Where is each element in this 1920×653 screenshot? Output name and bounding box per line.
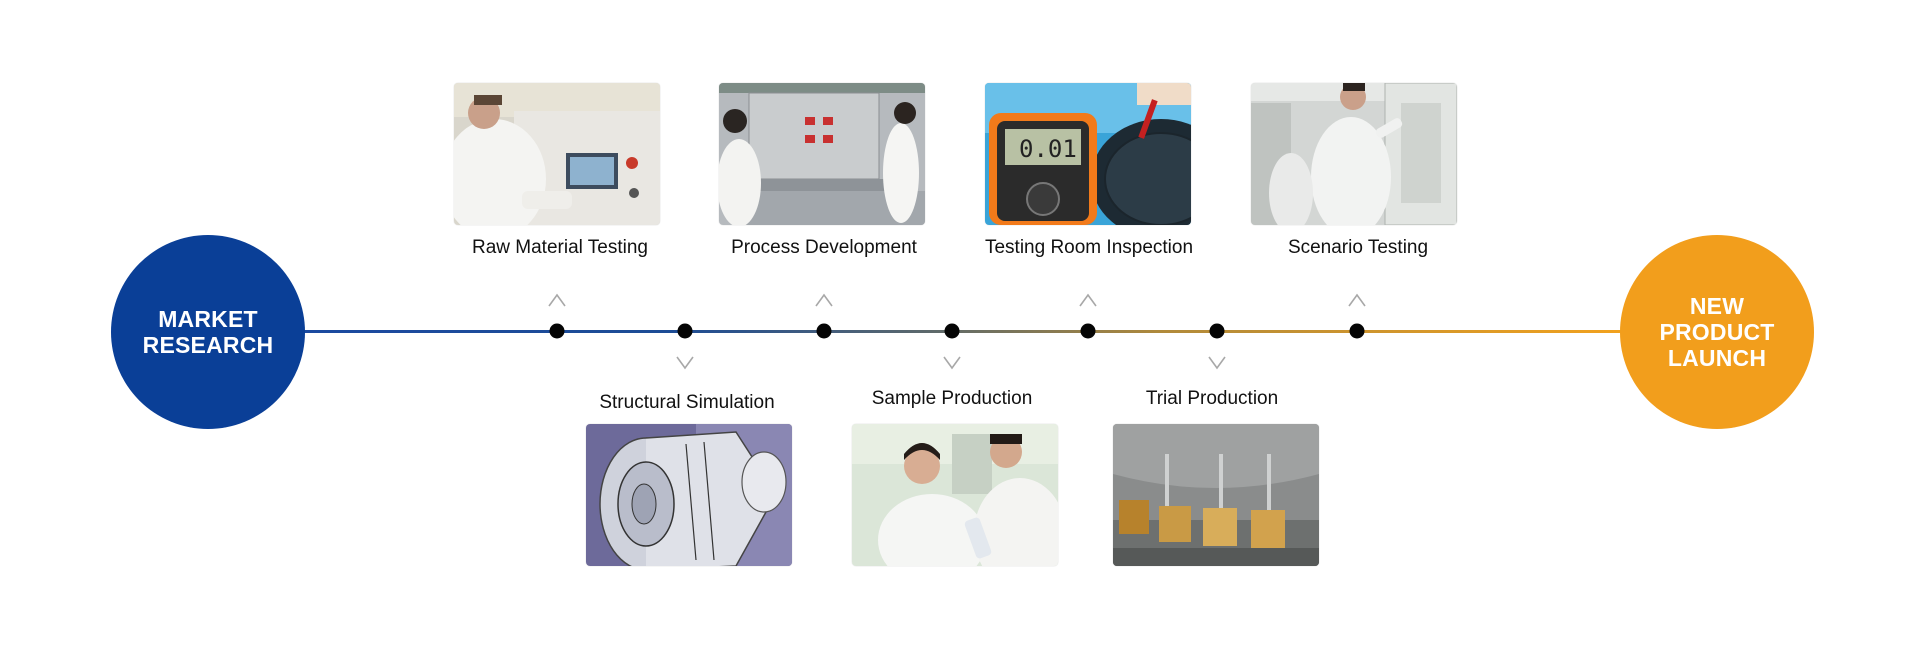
end-label: NEW PRODUCT LAUNCH (1659, 293, 1775, 371)
timeline-dot (944, 323, 960, 339)
chevron-down-icon (1206, 356, 1228, 370)
timeline-dot (1209, 323, 1225, 339)
chevron-up-icon (1077, 293, 1099, 307)
timeline-dot (1080, 323, 1096, 339)
raw-material-testing-image (454, 83, 660, 225)
structural-simulation-image (586, 424, 792, 566)
step-label-trial-production: Trial Production (1145, 388, 1279, 409)
step-label-raw-material-testing: Raw Material Testing (471, 237, 649, 258)
step-label-scenario-testing: Scenario Testing (1287, 237, 1429, 258)
step-label-structural-simulation: Structural Simulation (599, 392, 775, 413)
timeline-dot (816, 323, 832, 339)
timeline-dot (677, 323, 693, 339)
timeline-line (300, 330, 1630, 333)
chevron-up-icon (813, 293, 835, 307)
testing-room-inspection-image: 0.01 (985, 83, 1191, 225)
end-circle-new-product-launch: NEW PRODUCT LAUNCH (1620, 235, 1814, 429)
scenario-testing-image (1251, 83, 1457, 225)
chevron-down-icon (941, 356, 963, 370)
chevron-up-icon (1346, 293, 1368, 307)
step-label-process-development: Process Development (731, 237, 917, 258)
svg-text:0.01: 0.01 (1019, 135, 1077, 163)
trial-production-image (1113, 424, 1319, 566)
start-circle-market-research: MARKET RESEARCH (111, 235, 305, 429)
step-label-sample-production: Sample Production (871, 388, 1033, 409)
chevron-up-icon (546, 293, 568, 307)
sample-production-image (852, 424, 1058, 566)
start-label: MARKET RESEARCH (142, 306, 274, 358)
chevron-down-icon (674, 356, 696, 370)
timeline-dot (1349, 323, 1365, 339)
step-label-testing-room-inspection: Testing Room Inspection (984, 237, 1194, 258)
process-development-image (719, 83, 925, 225)
timeline-dot (549, 323, 565, 339)
